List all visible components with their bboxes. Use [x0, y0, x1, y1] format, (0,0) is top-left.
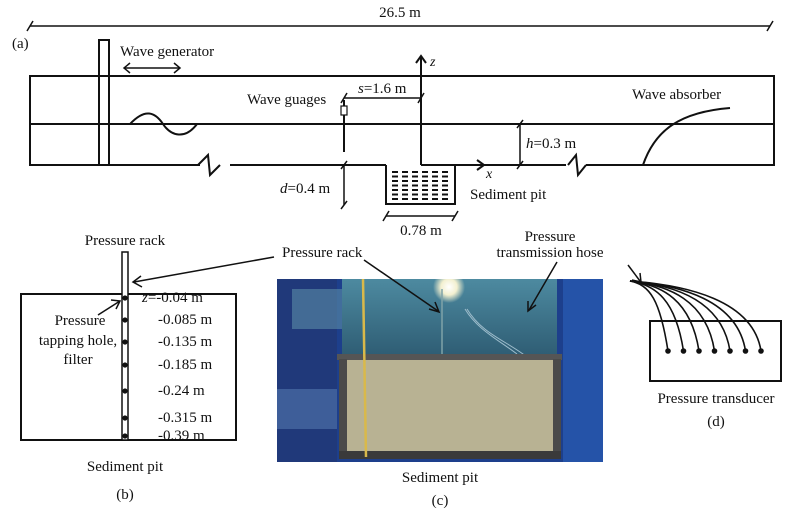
transducer-port: [696, 348, 702, 354]
depth-labels: z=-0.04 m -0.085 m -0.135 m -0.185 m -0.24 m…: [141, 290, 212, 444]
transmission-hoses: [629, 280, 764, 354]
tapping-hole: [122, 339, 128, 345]
hose-line: [629, 280, 716, 352]
dimension-tick: [451, 210, 459, 222]
depth-label: -0.315 m: [158, 410, 212, 426]
left-debris: [277, 389, 337, 429]
sediment-pit-photo: [277, 279, 603, 462]
hose-in-photo: [464, 308, 518, 355]
x-arrow-icon: [476, 159, 486, 171]
panel-b-label: (b): [116, 487, 134, 503]
depth-label: z=-0.04 m: [141, 290, 203, 306]
sediment-pit-caption-c: Sediment pit: [402, 470, 479, 486]
pit-rim: [337, 354, 562, 360]
panel-c-label: (c): [432, 493, 449, 509]
sand-body: [347, 360, 553, 455]
tapping-hole: [122, 295, 128, 301]
dimension-tick: [340, 92, 348, 104]
tapping-label-line: tapping hole,: [39, 333, 117, 349]
tapping-label-line: Pressure: [55, 313, 106, 329]
pressure-rack-label-c: Pressure rack: [282, 245, 363, 261]
pit-right-wall: [553, 359, 561, 459]
sediment-pit-caption-b: Sediment pit: [87, 459, 164, 475]
tapping-hole: [122, 415, 128, 421]
dimension-tick: [516, 160, 524, 170]
dimension-tick: [516, 119, 524, 129]
wave-absorber-label: Wave absorber: [632, 87, 721, 103]
transducer-port: [711, 348, 718, 354]
depth-label: -0.135 m: [158, 334, 212, 350]
transducer-port: [665, 348, 671, 354]
hose-line: [629, 280, 762, 352]
total-length-label: 26.5 m: [379, 5, 421, 21]
transducer-port: [727, 348, 733, 354]
break-mask: [566, 163, 586, 177]
hose-line: [629, 280, 731, 352]
depth-label: -0.185 m: [158, 357, 212, 373]
dimension-tick: [382, 210, 390, 222]
pressure-rack-title-b: Pressure rack: [85, 233, 166, 249]
right-frame: [563, 279, 603, 462]
transducer-port: [758, 348, 764, 354]
dimension-tick-right: [766, 20, 774, 32]
pit-floor: [339, 451, 561, 459]
depth-label: -0.085 m: [158, 312, 212, 328]
sediment-pit-outline: [385, 165, 456, 205]
rack-pointer-arrow: [131, 256, 275, 288]
hose-in-photo: [466, 308, 528, 358]
wave-gauge-sensor: [340, 105, 348, 116]
x-axis-label: x: [485, 167, 493, 182]
left-glass: [292, 289, 342, 329]
transducer-port: [680, 348, 687, 354]
pit-left-wall: [339, 359, 347, 459]
z-arrow-icon: [415, 54, 427, 64]
pressure-transducer-box: [649, 320, 782, 382]
wave-gauges-label: Wave guages: [247, 92, 326, 108]
hose-label-line: transmission hose: [496, 245, 603, 261]
h-label: h=0.3 m: [526, 136, 576, 152]
depth-label: -0.39 m: [158, 428, 205, 444]
hose-label-line: Pressure: [525, 229, 576, 245]
pressure-rack-b: [121, 251, 129, 441]
tapping-label-line: filter: [63, 352, 92, 368]
dimension-tick-left: [26, 20, 34, 32]
hose-arrow-c: [527, 261, 558, 313]
wave-curve: [129, 112, 198, 136]
wave-generator-paddle: [98, 39, 110, 166]
break-symbol-right: [567, 152, 587, 178]
s-label: s=1.6 m: [358, 81, 407, 97]
lamp-glare: [433, 279, 465, 303]
z-axis-label: z: [429, 55, 436, 70]
depth-label: -0.24 m: [158, 383, 205, 399]
pressure-transducer-caption: Pressure transducer: [657, 391, 774, 407]
flume-length-dimension: [26, 20, 774, 32]
hose-line: [629, 280, 685, 352]
hose-arrow-d: [627, 264, 642, 283]
tapping-arrow-icon: [97, 299, 122, 316]
panel-a-label: (a): [12, 36, 29, 52]
tapping-hole: [122, 433, 128, 439]
sediment-hatching: [392, 171, 448, 200]
d-label: d=0.4 m: [280, 181, 330, 197]
tapping-hole: [122, 362, 128, 368]
tapping-holes: [122, 295, 128, 439]
dimension-tick: [340, 200, 348, 210]
tapping-hole: [122, 388, 128, 394]
break-symbol-left: [197, 152, 221, 178]
transducer-port: [742, 348, 749, 354]
pit-width-label: 0.78 m: [400, 223, 442, 239]
tapping-hole: [122, 317, 128, 323]
panel-d-label: (d): [707, 414, 725, 430]
dimension-tick: [340, 160, 348, 170]
measuring-tape: [361, 279, 368, 458]
rack-arrow-c: [363, 259, 441, 314]
photo-illustration: [277, 279, 603, 462]
double-arrow-icon: [122, 62, 182, 74]
wave-generator-label: Wave generator: [120, 44, 214, 60]
wave-absorber-curve: [642, 107, 731, 166]
sediment-pit-label-a: Sediment pit: [470, 187, 547, 203]
